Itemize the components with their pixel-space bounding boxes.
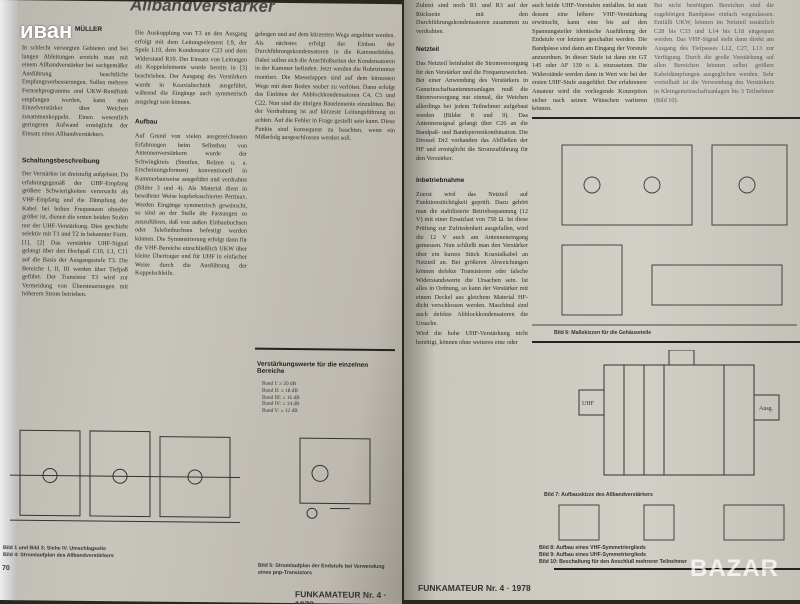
divider bbox=[532, 117, 800, 119]
column-3: Bei nicht benötigten Bereichen sind die … bbox=[654, 2, 774, 105]
table-row: Band II: ≥ 18 dB bbox=[262, 388, 300, 395]
article-title: Allbandverstärker bbox=[130, 0, 275, 17]
column-2: auch beide UHF-Vorstufen entfallen. Ist … bbox=[532, 2, 647, 114]
caption-bild-8: Bild 8: Aufbau eines VHF-Symmetrierglied… bbox=[539, 545, 739, 552]
body-text: Zuletzt sind noch R1 und R3 auf der Rück… bbox=[416, 2, 528, 36]
housing-dimension-drawing bbox=[532, 125, 797, 335]
watermark-bazar-logo: BAZAR bbox=[690, 555, 779, 583]
page-footer: FUNKAMATEUR Nr. 4 · 1978 bbox=[418, 583, 531, 593]
section-heading: Schaltungsbeschreibung bbox=[22, 157, 128, 167]
body-text: auch beide UHF-Vorstufen entfallen. Ist … bbox=[532, 2, 647, 114]
caption-bild-6: Bild 6: Maßskizzen für die Gehäuseteile bbox=[554, 330, 651, 337]
page-number: 70 bbox=[2, 565, 10, 572]
endstage-schematic bbox=[290, 433, 390, 524]
table-row: Band V: ≥ 12 dB bbox=[262, 408, 300, 415]
output-label: Ausg. bbox=[759, 406, 774, 412]
body-text: Bei nicht benötigten Bereichen sind die … bbox=[654, 2, 774, 105]
section-heading: Aufbau bbox=[135, 119, 247, 129]
left-magazine-page: Allbandverstärker MÜLLER In schlecht ver… bbox=[0, 0, 402, 604]
column-1: Zuletzt sind noch R1 und R3 auf der Rück… bbox=[416, 2, 528, 347]
section-heading: Inbetriebnahme bbox=[416, 177, 528, 186]
figure-caption: Bild 1 und Bild 3: Siehe IV. Umschlagsei… bbox=[3, 545, 123, 560]
gain-table: Band I: ≥ 20 dB Band II: ≥ 18 dB Band II… bbox=[262, 381, 300, 415]
caption-bild-5: Bild 5: Stromlaufplan der Endstufe bei V… bbox=[258, 563, 398, 578]
column-1: In schlecht versorgten Gebieten und bei … bbox=[22, 44, 128, 300]
column-3: gebogen und auf dem kürzesten Wege angel… bbox=[255, 31, 395, 344]
body-text: Zuerst wird das Netzteil auf Funktionstü… bbox=[416, 191, 528, 329]
body-text: Die Auskopplung von T3 an den Ausgang er… bbox=[135, 29, 247, 108]
divider bbox=[255, 348, 395, 351]
divider bbox=[532, 341, 800, 343]
body-text: Das Netzteil beinhaltet die Stromversorg… bbox=[416, 60, 528, 163]
right-magazine-page: Zuletzt sind noch R1 und R3 auf der Rück… bbox=[404, 0, 800, 600]
body-text: Wird die hohe UHF-Verstärkung nicht benö… bbox=[416, 330, 528, 347]
uhf-input-label: UHF bbox=[582, 401, 595, 407]
body-text: Der Verstärker ist dreistufig aufgebaut.… bbox=[22, 170, 128, 300]
body-text: gebogen und auf dem kürzesten Wege angel… bbox=[255, 31, 395, 144]
column-2: Die Auskopplung von T3 an den Ausgang er… bbox=[135, 29, 247, 279]
watermark-top-left: иван bbox=[20, 18, 72, 44]
section-heading: Netzteil bbox=[416, 46, 528, 55]
intro-text: In schlecht versorgten Gebieten und bei … bbox=[22, 44, 128, 140]
table-heading: Verstärkungswerte für die einzelnen Bere… bbox=[257, 361, 392, 376]
caption-bild-4: Bild 4: Stromlaufplan des Allbandverstär… bbox=[3, 552, 123, 560]
assembly-drawing: UHF Ausg. bbox=[574, 350, 794, 480]
caption-bild-7: Bild 7: Aufbauskizze des Allbandverstärk… bbox=[544, 492, 653, 499]
page-footer: FUNKAMATEUR Nr. 4 · 1978 bbox=[295, 589, 402, 604]
symmetry-drawings bbox=[554, 500, 799, 545]
amplifier-schematic bbox=[10, 420, 245, 537]
author: MÜLLER bbox=[75, 26, 102, 33]
body-text: Auf Grund von vielen ausgezeichneten Erf… bbox=[135, 132, 247, 279]
